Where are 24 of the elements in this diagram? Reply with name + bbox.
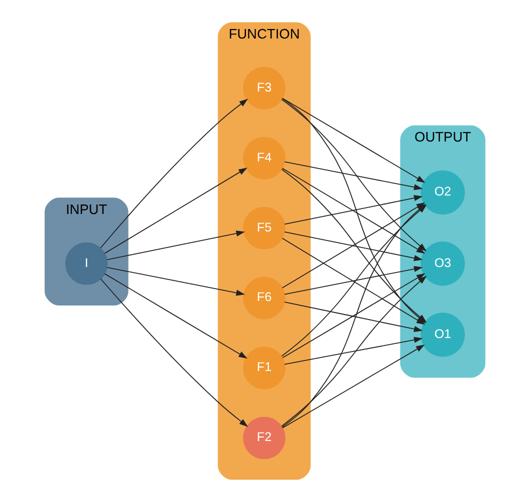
arrow — [284, 336, 422, 364]
arrow — [282, 97, 425, 182]
arrow — [284, 194, 422, 224]
node-circle: I — [64, 242, 108, 284]
node-circle: F3 — [242, 66, 285, 109]
arrow — [106, 230, 244, 260]
node-circle: F2 — [242, 416, 285, 459]
arrow — [106, 266, 244, 296]
node-circle: O3 — [420, 241, 464, 286]
arrow — [100, 98, 248, 248]
node-circle: F1 — [242, 346, 285, 389]
arrow — [104, 167, 247, 254]
node-circle: F5 — [242, 206, 285, 249]
arrow — [284, 160, 422, 190]
arrow — [284, 301, 422, 332]
arrow — [284, 265, 422, 294]
node-circle: F4 — [242, 136, 285, 179]
arrow — [104, 272, 247, 358]
arrow — [100, 278, 248, 426]
node-circle: O2 — [420, 170, 464, 214]
node-circle: F6 — [242, 276, 285, 319]
arrow — [282, 344, 424, 428]
node-circle: O1 — [420, 312, 464, 356]
arrow — [284, 230, 422, 261]
